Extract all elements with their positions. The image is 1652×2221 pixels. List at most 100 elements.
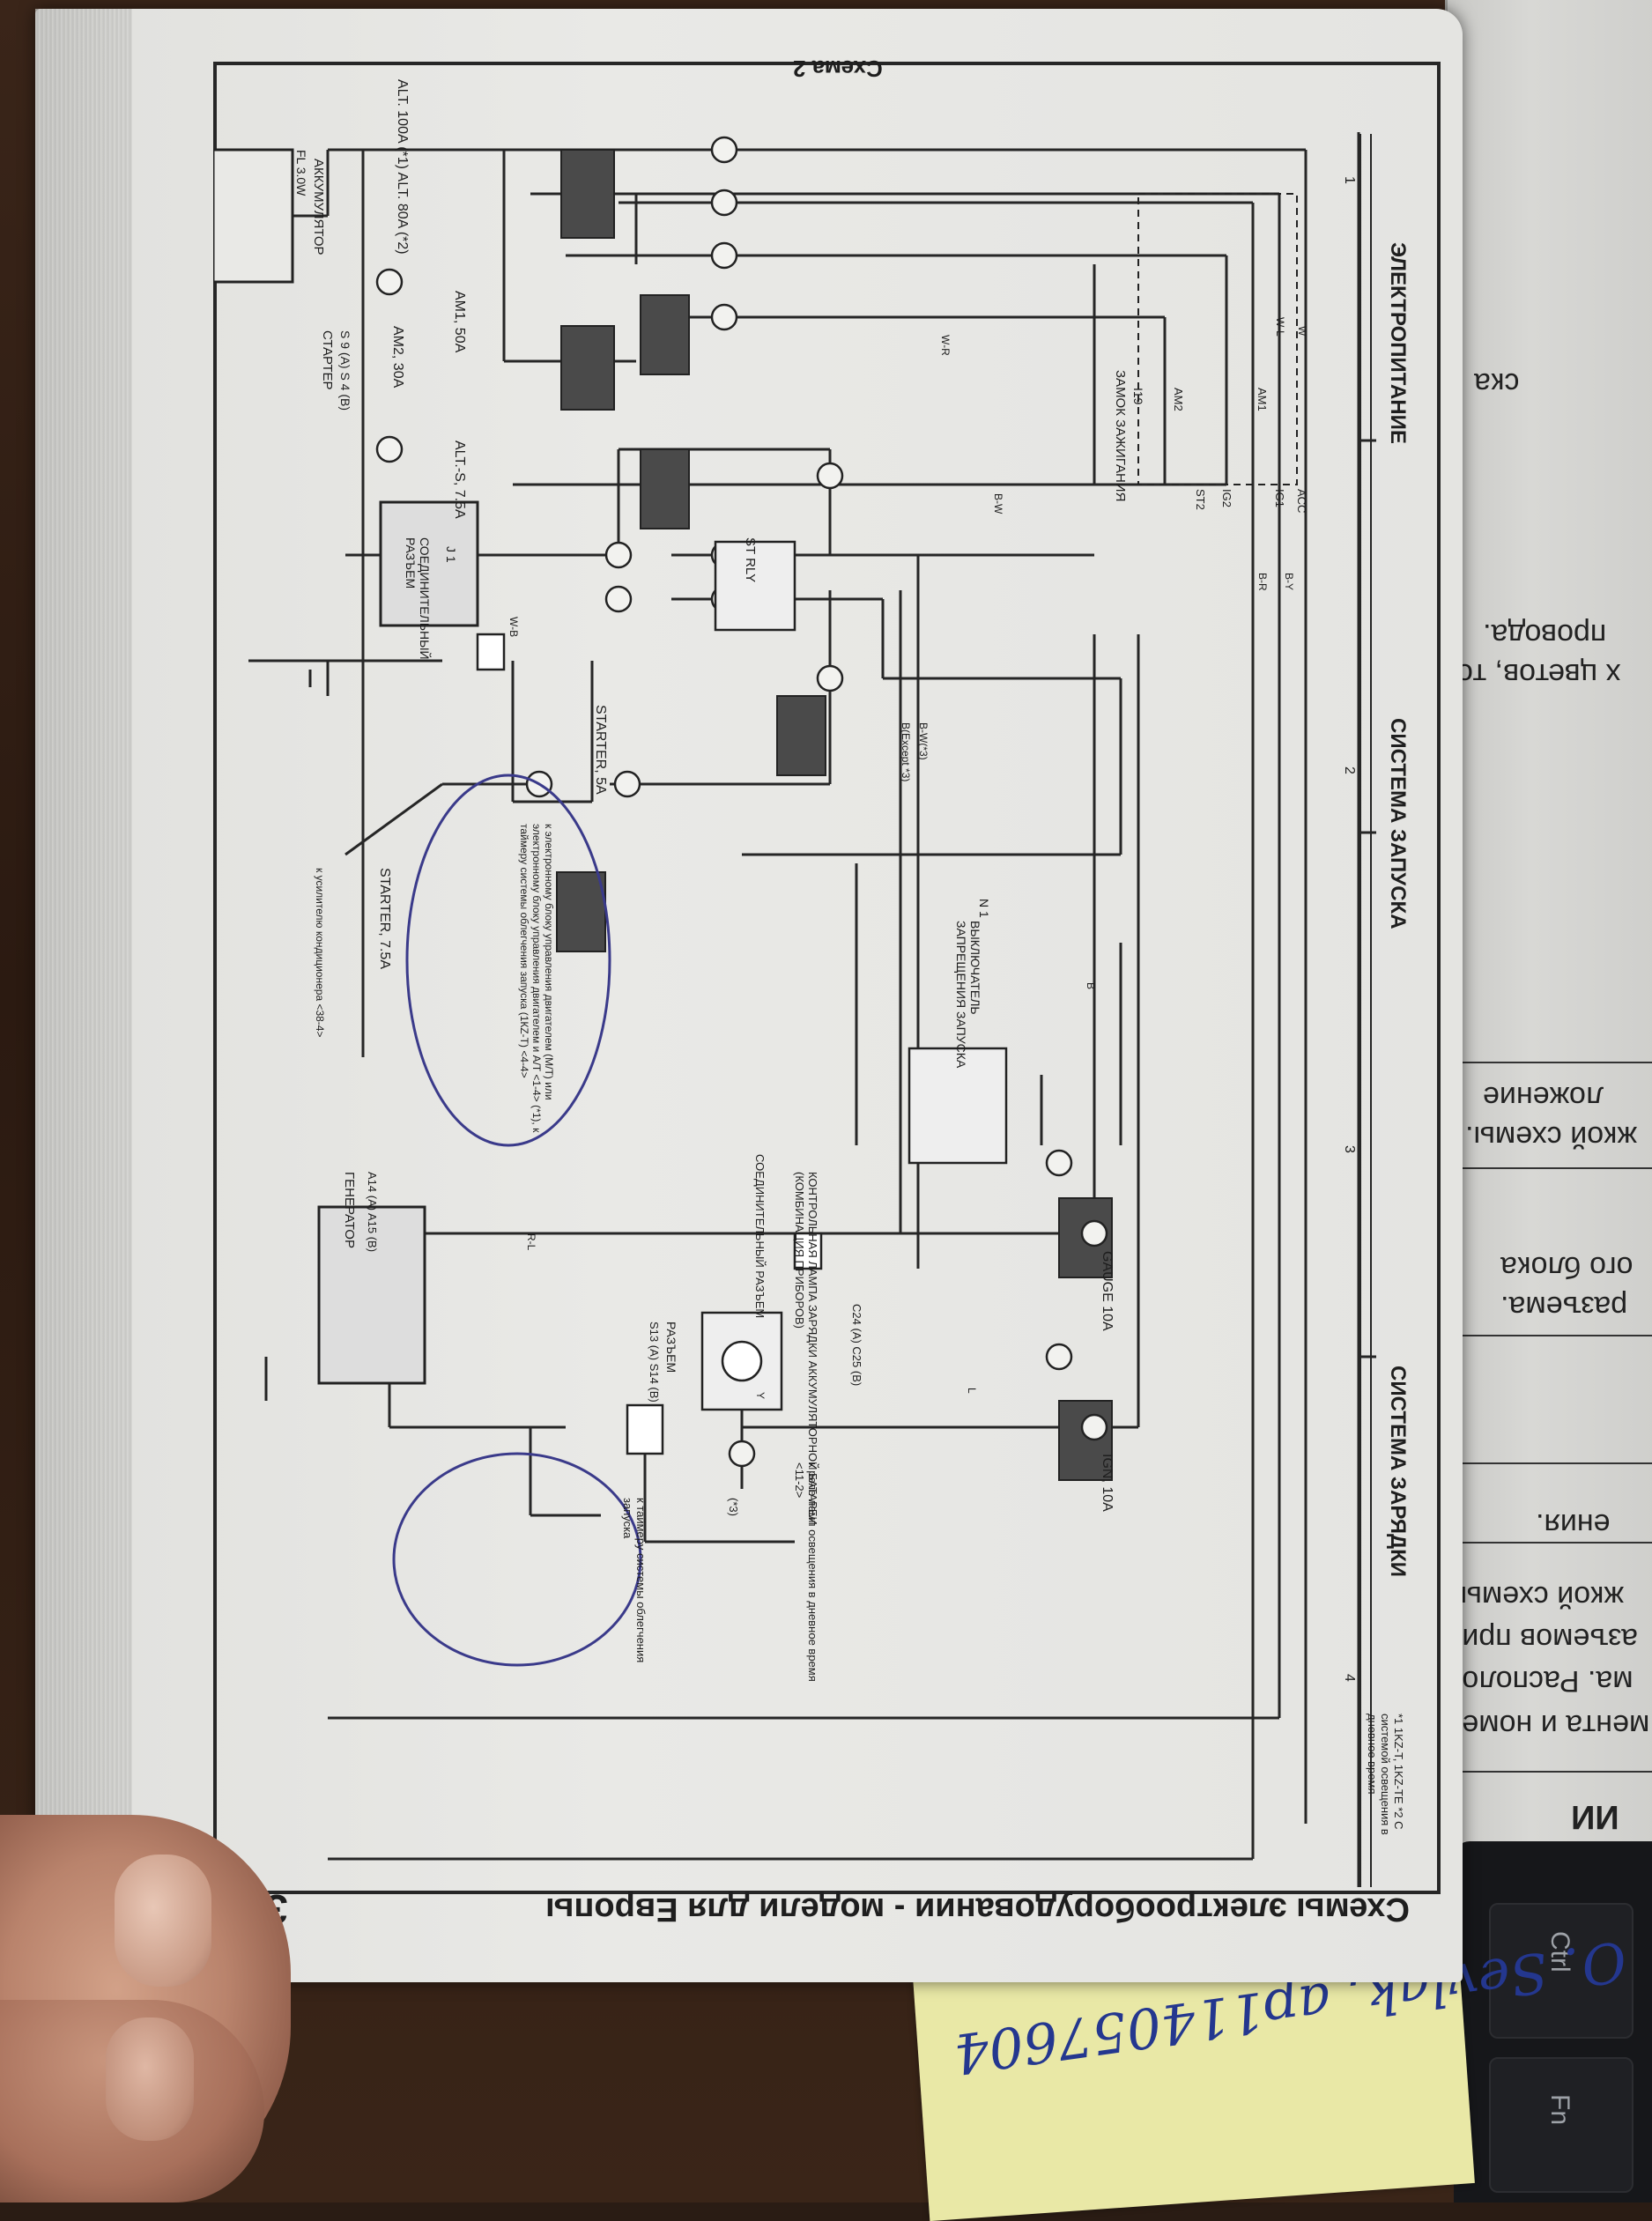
wire-label: B-W(*3) bbox=[917, 722, 930, 760]
generator-label: ГЕНЕРАТОР bbox=[342, 1172, 357, 1248]
switch-label-am1: AM1 bbox=[1256, 388, 1269, 411]
charge-lamp-codes: C24 (A) C25 (B) bbox=[850, 1304, 863, 1387]
junction-code: J 1 bbox=[444, 546, 458, 563]
wire-label: B-R bbox=[1256, 573, 1269, 591]
neutral-switch-label: ВЫКЛЮЧАТЕЛЬ ЗАПРЕЩЕНИЯ ЗАПУСКА bbox=[954, 921, 982, 1069]
switch-label-am2: AM2 bbox=[1172, 388, 1185, 411]
header-column-rule bbox=[1370, 134, 1372, 1887]
fingernail bbox=[115, 1855, 211, 1987]
keyboard: Ctrl Fn bbox=[1454, 1841, 1652, 2202]
ignition-code: I19 bbox=[1131, 388, 1145, 405]
battery bbox=[213, 148, 294, 284]
facing-page-line: жкой схемы. bbox=[1465, 1120, 1638, 1153]
wire-label: W-B bbox=[507, 617, 520, 638]
wire-label: R-L bbox=[525, 1233, 537, 1251]
table-rule bbox=[1448, 1167, 1652, 1169]
junction-label-2: СОЕДИНИТЕЛЬНЫЙ РАЗЪЕМ bbox=[753, 1154, 767, 1319]
neutral-switch bbox=[907, 1047, 1008, 1165]
facing-page-heading: ИИ bbox=[1571, 1798, 1619, 1835]
fuse-am1 bbox=[640, 294, 690, 375]
fuse-starter-5a bbox=[776, 695, 826, 776]
facing-page-line: ма. Располо- bbox=[1452, 1664, 1633, 1698]
st-relay-label: ST RLY bbox=[743, 537, 758, 583]
book-page bbox=[35, 9, 1463, 1982]
fuse-starter-7-5a-label: STARTER, 7.5A bbox=[377, 868, 392, 969]
facing-page: ска х цветов, то провода. ложение жкой с… bbox=[1445, 0, 1652, 1868]
table-rule bbox=[1448, 1335, 1652, 1336]
fuse-alt-s bbox=[640, 448, 690, 529]
table-rule bbox=[1448, 1062, 1652, 1063]
facing-page-line: ска bbox=[1474, 366, 1520, 400]
wire-label: B-W bbox=[992, 493, 1004, 515]
fingernail-2 bbox=[106, 2017, 194, 2141]
column-number: 2 bbox=[1342, 766, 1357, 774]
generator-codes: A14 (A) A15 (B) bbox=[366, 1172, 379, 1253]
st-relay bbox=[714, 540, 796, 632]
wire-label: L bbox=[966, 1388, 978, 1394]
diagram-frame bbox=[213, 62, 1441, 1894]
ignition-switch bbox=[1137, 193, 1298, 485]
table-rule bbox=[1448, 1542, 1652, 1544]
facing-page-line: провода. bbox=[1483, 618, 1607, 651]
page-stack-edge bbox=[35, 9, 132, 1982]
handwritten-circle-timer bbox=[392, 1452, 642, 1667]
junction-label: СОЕДИНИТЕЛЬНЫЙ РАЗЪЕМ bbox=[404, 537, 432, 660]
note-ecu: к электронному блоку управления двигател… bbox=[518, 824, 555, 1133]
header-column-rule bbox=[1359, 134, 1361, 1887]
facing-page-line: разъема. bbox=[1500, 1290, 1628, 1323]
wire-label: B-Y bbox=[1283, 573, 1295, 591]
facing-page-line: ения. bbox=[1536, 1507, 1611, 1541]
fn-key[interactable]: Fn bbox=[1489, 2057, 1633, 2193]
note-drl-code: (*3) bbox=[727, 1498, 740, 1516]
facing-page-line: жкой схемы. bbox=[1452, 1580, 1625, 1613]
table-rule bbox=[1448, 1771, 1652, 1773]
switch-label-st2: ST2 bbox=[1194, 489, 1207, 510]
note-timer: к таймеру системы облегчения запуска bbox=[621, 1498, 648, 1663]
wire-label: B(Except *3) bbox=[900, 722, 912, 782]
fuse-am1-label: AM1, 50A bbox=[452, 291, 467, 353]
facing-page-line: мента и номе- bbox=[1452, 1708, 1650, 1742]
note-drl: к реле ламп освещения в дневное время <1… bbox=[793, 1462, 819, 1682]
wiring-schematic bbox=[213, 132, 1376, 1887]
wire-label: W-R bbox=[939, 335, 952, 356]
wire-label: W-L bbox=[1274, 317, 1286, 337]
wire-label: Y bbox=[754, 1392, 767, 1400]
fuse-alt-label: ALT. 100A (*1) ALT. 80A (*2) bbox=[395, 79, 410, 255]
fuse-am2-label: AM2, 30A bbox=[390, 326, 405, 389]
ignition-switch-label: ЗАМОК ЗАЖИГАНИЯ bbox=[1113, 370, 1128, 502]
fuse-alt bbox=[560, 149, 615, 239]
fuse-gauge-label: GAUGE 10A bbox=[1100, 1251, 1115, 1331]
note-ac: к усилителю кондиционера <38-4> bbox=[314, 868, 326, 1038]
fuse-starter-5a-label: STARTER, 5A bbox=[593, 705, 608, 795]
switch-label-ig1: IG1 bbox=[1273, 489, 1286, 507]
handwritten-circle-ecu bbox=[405, 774, 611, 1147]
battery-label: АККУМУЛЯТОР bbox=[311, 159, 326, 255]
neutral-code: N 1 bbox=[977, 899, 991, 918]
starter-motor bbox=[379, 500, 479, 627]
running-title: Схемы электрооборудовании - модели для Е… bbox=[545, 1891, 1410, 1928]
wire-label: B bbox=[1085, 982, 1097, 990]
fuse-alt-s-label: ALT.-S, 7.5A bbox=[452, 440, 467, 519]
fuse-fl-label: FL 3.0W bbox=[294, 150, 308, 196]
column-number: 1 bbox=[1342, 176, 1357, 184]
connector-label: РАЗЪЕМ bbox=[664, 1321, 678, 1373]
facing-page-line: ого блока bbox=[1500, 1250, 1633, 1284]
fn-key-label: Fn bbox=[1545, 2094, 1574, 2126]
generator bbox=[317, 1205, 426, 1385]
fuse-ign bbox=[1058, 1400, 1113, 1481]
fuse-starter-7-5a bbox=[556, 871, 606, 952]
table-rule bbox=[1448, 1462, 1652, 1464]
column-number: 3 bbox=[1342, 1145, 1357, 1153]
starter-label: СТАРТЕР bbox=[320, 330, 335, 390]
switch-label-acc: ACC bbox=[1295, 489, 1308, 514]
ctrl-key[interactable]: Ctrl bbox=[1489, 1903, 1633, 2039]
switch-label-ig2: IG2 bbox=[1220, 489, 1233, 507]
facing-page-line: х цветов, то bbox=[1456, 657, 1621, 691]
connector-codes: S13 (A) S14 (B) bbox=[648, 1321, 661, 1403]
fuse-ign-label: IGN, 10A bbox=[1100, 1454, 1115, 1512]
wire-label: W bbox=[1296, 326, 1308, 337]
facing-page-line: ложение bbox=[1483, 1080, 1604, 1114]
column-number: 4 bbox=[1342, 1674, 1357, 1682]
facing-page-line: азъемов при- bbox=[1452, 1622, 1638, 1655]
fuse-am2 bbox=[560, 325, 615, 411]
